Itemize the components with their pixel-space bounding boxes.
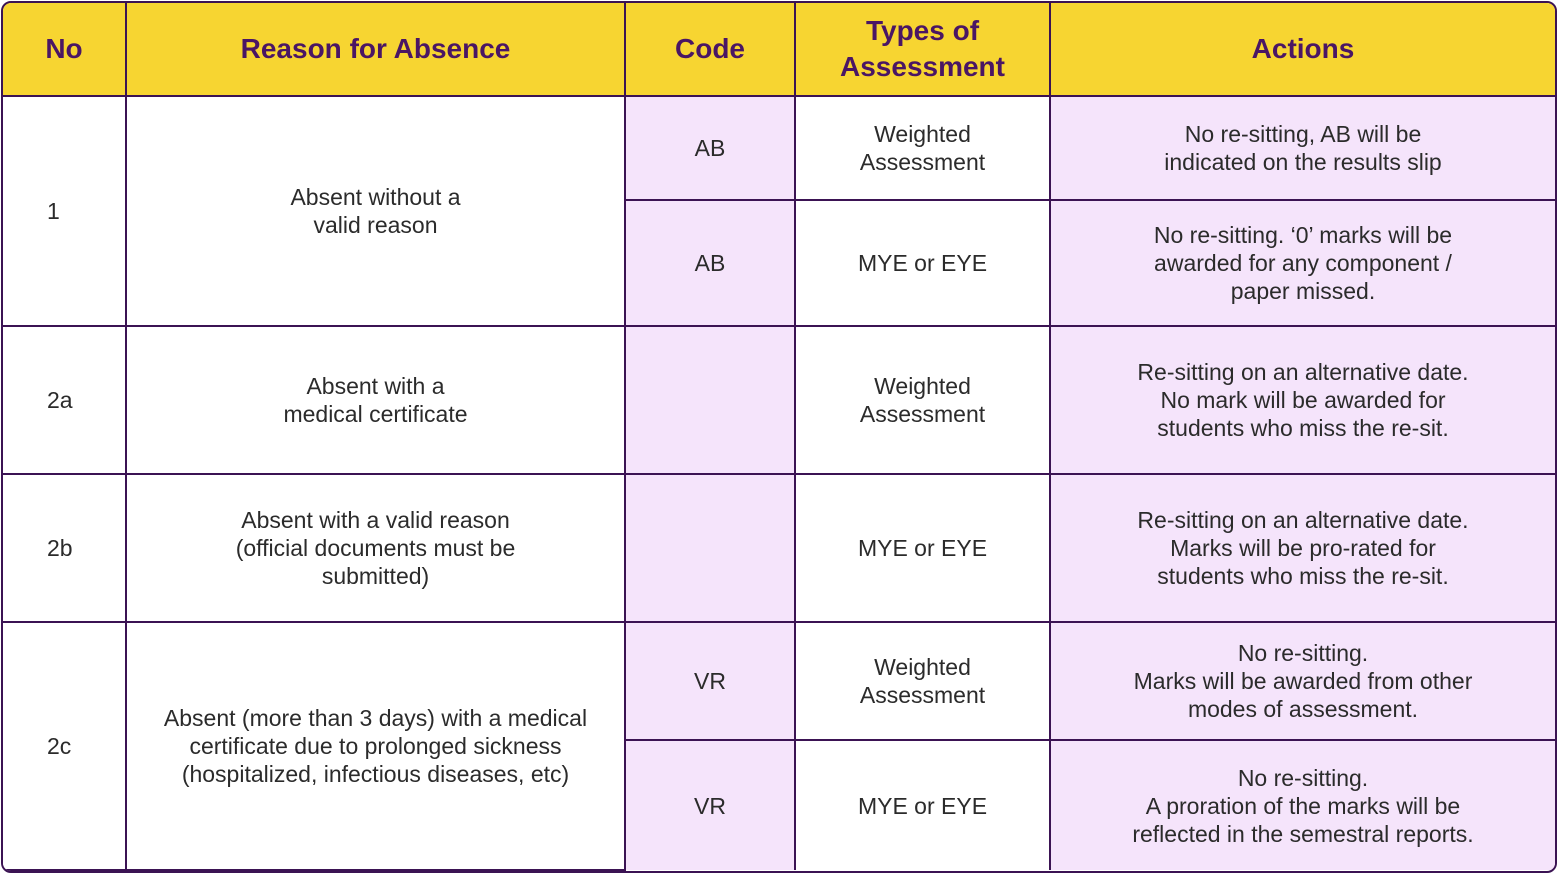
code-cell: VR [625, 739, 796, 870]
row-number: 1 [3, 95, 127, 327]
reason-cell: Absent (more than 3 days) with a medical… [125, 621, 626, 871]
table-row: 1 Absent without a valid reason AB Weigh… [3, 95, 1555, 327]
table-row: 2b Absent with a valid reason (official … [3, 473, 1555, 623]
action-cell: No re-sitting. Marks will be awarded fro… [1049, 621, 1555, 741]
action-cell: Re-sitting on an alternative date. Marks… [1049, 473, 1555, 623]
action-cell: No re-sitting. A proration of the marks … [1049, 739, 1555, 870]
table-row: AB MYE or EYE No re-sitting. ‘0’ marks w… [3, 199, 1555, 327]
assessment-type-cell: Weighted Assessment [794, 621, 1051, 741]
header-actions: Actions [1049, 3, 1555, 97]
table-row: VR MYE or EYE No re-sitting. A proration… [3, 739, 1555, 870]
assessment-type-cell: Weighted Assessment [794, 95, 1051, 201]
reason-cell: Absent without a valid reason [125, 95, 626, 327]
code-cell [624, 473, 796, 623]
code-cell [624, 325, 796, 475]
reason-cell: Absent with a medical certificate [125, 325, 626, 475]
header-code: Code [624, 3, 796, 97]
header-type: Types of Assessment [794, 3, 1051, 97]
assessment-type-cell: MYE or EYE [794, 739, 1051, 870]
header-reason: Reason for Absence [125, 3, 626, 97]
absence-table: No Reason for Absence Code Types of Asse… [3, 3, 1555, 871]
action-cell: No re-sitting. ‘0’ marks will be awarded… [1049, 199, 1555, 327]
assessment-type-cell: Weighted Assessment [794, 325, 1051, 475]
code-cell: VR [624, 621, 796, 741]
reason-cell: Absent with a valid reason (official doc… [125, 473, 626, 623]
row-number: 2c [3, 621, 127, 871]
row-number: 2a [3, 325, 127, 475]
action-cell: Re-sitting on an alternative date. No ma… [1049, 325, 1555, 475]
row-number: 2b [3, 473, 127, 623]
table-row: 2c Absent (more than 3 days) with a medi… [3, 621, 1555, 871]
assessment-type-cell: MYE or EYE [794, 199, 1051, 327]
code-cell: AB [625, 199, 796, 327]
action-cell: No re-sitting, AB will be indicated on t… [1049, 95, 1555, 201]
header-no: No [3, 3, 127, 97]
code-cell: AB [624, 95, 796, 201]
assessment-type-cell: MYE or EYE [794, 473, 1051, 623]
header-row: No Reason for Absence Code Types of Asse… [3, 3, 1555, 97]
table-row: 2a Absent with a medical certificate Wei… [3, 325, 1555, 475]
